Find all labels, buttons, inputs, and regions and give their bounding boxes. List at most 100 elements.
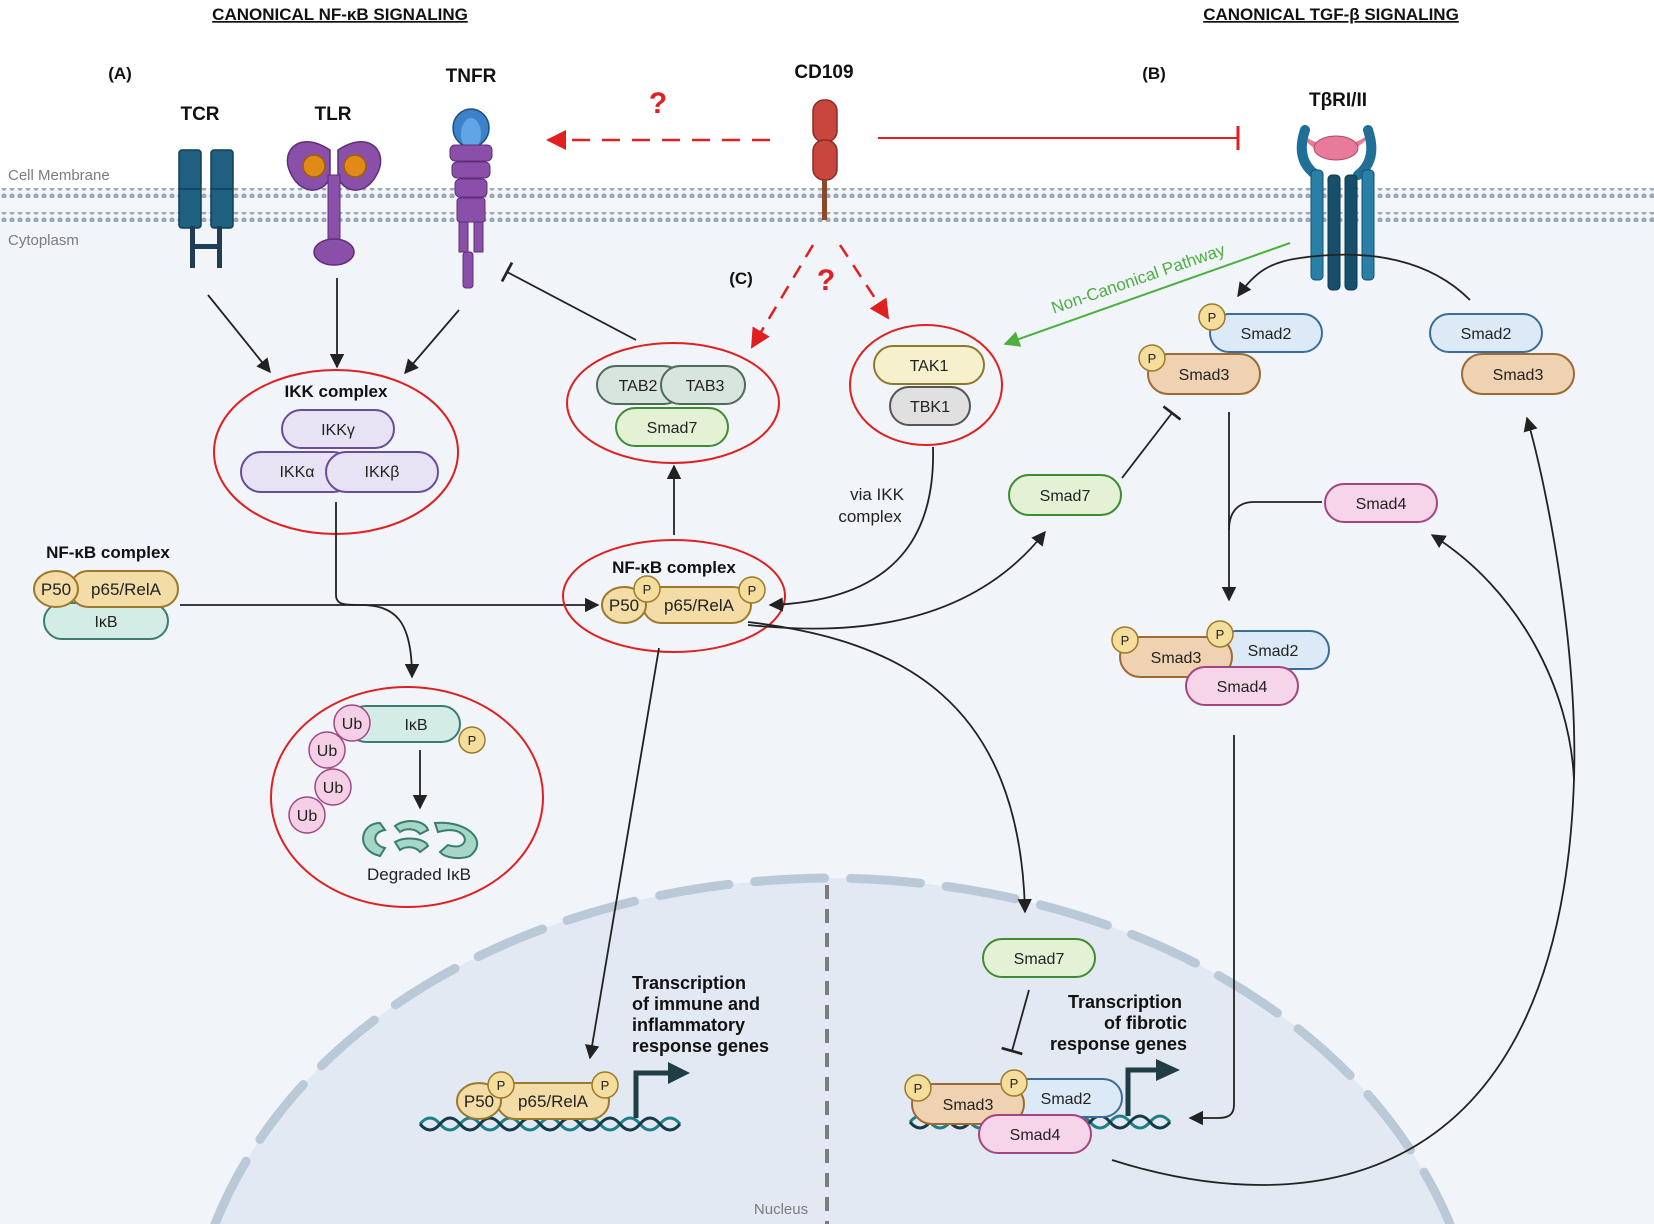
nuclear-envelope bbox=[210, 873, 1455, 1224]
phospho-p65-nucleus-label: P bbox=[601, 1078, 610, 1093]
nfkb-transcription-line1: Transcription bbox=[632, 973, 746, 993]
transcription-arrow-icon bbox=[633, 1070, 672, 1118]
nfkb-inactive-title: NF-κB complex bbox=[46, 543, 170, 562]
phospho-p50-nucleus bbox=[487, 1071, 515, 1099]
tak1 bbox=[873, 345, 985, 385]
nfkb-to-nuclear-smad7-arrow bbox=[747, 621, 1032, 914]
tab3-label: TAB3 bbox=[686, 378, 725, 395]
p65-inactive-label: p65/RelA bbox=[91, 580, 162, 599]
tcr-label: TCR bbox=[180, 104, 219, 125]
smad3-nucleus bbox=[911, 1083, 1025, 1125]
nfkb-transcription-line4: response genes bbox=[632, 1036, 769, 1056]
tab3 bbox=[660, 365, 746, 405]
phospho-smad2 bbox=[1198, 303, 1226, 331]
smad4-join-arrow bbox=[1228, 501, 1322, 531]
ikb-degrading-label: IκB bbox=[404, 717, 427, 734]
ubiquitin-4-label: Ub bbox=[297, 808, 318, 825]
smad2-phospho bbox=[1209, 313, 1323, 353]
phospho-ikb bbox=[458, 726, 486, 754]
transcription-arrow-icon-tgfb bbox=[1125, 1067, 1160, 1116]
p65-nucleus-label: p65/RelA bbox=[518, 1092, 589, 1111]
smad2-phospho-label: Smad2 bbox=[1241, 326, 1292, 343]
cd109-label: CD109 bbox=[794, 62, 853, 83]
tgfb-transcription-line3: response genes bbox=[1050, 1034, 1187, 1054]
p50-active bbox=[601, 586, 647, 624]
tcr-to-ikk-arrow bbox=[207, 294, 271, 374]
panel-label-b: (B) bbox=[1142, 64, 1166, 83]
tgfb-header: CANONICAL TGF-β SIGNALING bbox=[1203, 5, 1459, 24]
noncanonical-arrow bbox=[1003, 242, 1291, 347]
transcription-arrowhead-icon-tgfb bbox=[1156, 1059, 1180, 1081]
ubiquitin-3 bbox=[314, 768, 352, 806]
phospho-p65-active bbox=[738, 576, 766, 604]
tcr-receptor-icon bbox=[178, 149, 234, 268]
cd109-protein-icon bbox=[812, 99, 838, 220]
phospho-ikb-label: P bbox=[468, 733, 477, 748]
ubiquitin-2 bbox=[308, 731, 346, 769]
tlr-receptor-icon bbox=[286, 141, 382, 266]
ubiquitin-1-label: Ub bbox=[342, 716, 363, 733]
cd109-to-tab-arrow bbox=[750, 244, 815, 349]
ikb-inactive-label: IκB bbox=[94, 614, 117, 631]
smad7-tab bbox=[615, 407, 729, 447]
nfkb-transcription-line2: of immune and bbox=[632, 994, 760, 1014]
cell-membrane-label: Cell Membrane bbox=[8, 167, 110, 184]
phospho-p50-active bbox=[633, 575, 661, 603]
tgfbr-to-smad23-arrow bbox=[1237, 253, 1471, 301]
smad4-cytoplasm-label: Smad4 bbox=[1356, 496, 1407, 513]
tgfb-receptor-icon bbox=[1296, 125, 1377, 291]
phospho-smad3-nucleus bbox=[904, 1074, 932, 1102]
ubiquitin-2-label: Ub bbox=[317, 743, 338, 760]
tab2-label: TAB2 bbox=[619, 378, 658, 395]
smad7-tab-label: Smad7 bbox=[647, 420, 698, 437]
phospho-smad2-nucleus bbox=[1000, 1069, 1028, 1097]
phospho-p65-active-label: P bbox=[748, 583, 757, 598]
unknown-mark-tnfr: ? bbox=[649, 87, 667, 120]
cytoplasm-label: Cytoplasm bbox=[8, 232, 79, 249]
smad3-free bbox=[1461, 353, 1575, 395]
smad3-nucleus-label: Smad3 bbox=[943, 1097, 994, 1114]
phospho-smad3 bbox=[1138, 344, 1166, 372]
nfkb-to-smad7-arrow bbox=[747, 530, 1046, 630]
p50-nucleus-label: P50 bbox=[464, 1092, 494, 1111]
smad4-cytoplasm bbox=[1324, 483, 1438, 523]
smad4-nucleus-label: Smad4 bbox=[1010, 1127, 1061, 1144]
smad7-inhibits-tnfr bbox=[500, 261, 637, 341]
tab-complex-highlight bbox=[566, 342, 780, 464]
p50-active-label: P50 bbox=[609, 596, 639, 615]
panel-label-a: (A) bbox=[108, 64, 132, 83]
tak1-label: TAK1 bbox=[910, 358, 949, 375]
phospho-smad2-complex-label: P bbox=[1216, 627, 1225, 642]
ikk-beta-label: IKKβ bbox=[365, 464, 400, 481]
p50-inactive bbox=[33, 570, 79, 608]
tnfr-label: TNFR bbox=[446, 66, 497, 87]
smad7-nucleus-label: Smad7 bbox=[1014, 951, 1065, 968]
smad-complex-to-nucleus-arrow bbox=[1188, 735, 1235, 1126]
degraded-ikb-label: Degraded IκB bbox=[367, 865, 471, 884]
phospho-smad2-nucleus-label: P bbox=[1010, 1076, 1019, 1091]
smad2-nucleus-label: Smad2 bbox=[1041, 1091, 1092, 1108]
phospho-p65-nucleus bbox=[591, 1071, 619, 1099]
tnfr-receptor-icon bbox=[449, 108, 493, 289]
ikk-beta bbox=[325, 451, 439, 493]
phospho-smad2-complex bbox=[1206, 620, 1234, 648]
unknown-mark-cytoplasm: ? bbox=[817, 264, 835, 297]
smad4-complex-label: Smad4 bbox=[1217, 679, 1268, 696]
transcription-arrowhead-icon bbox=[668, 1062, 690, 1084]
smad7-inhibits-transcription bbox=[1001, 989, 1030, 1056]
recycle-to-smad23-arrow bbox=[1111, 416, 1576, 1186]
smad2-complex-label: Smad2 bbox=[1248, 643, 1299, 660]
nucleus-label: Nucleus bbox=[754, 1201, 808, 1218]
smad3-free-label: Smad3 bbox=[1493, 367, 1544, 384]
recycle-to-smad4-arrow bbox=[1430, 534, 1575, 781]
panel-label-c: (C) bbox=[729, 269, 753, 288]
nfkb-transcription-line3: inflammatory bbox=[632, 1015, 745, 1035]
tnfr-to-ikk-arrow bbox=[404, 309, 460, 375]
phospho-p50-active-label: P bbox=[643, 582, 652, 597]
nfkb-active-highlight bbox=[562, 539, 786, 653]
p50-inactive-label: P50 bbox=[41, 580, 71, 599]
phospho-p50-nucleus-label: P bbox=[497, 1078, 506, 1093]
ubiquitin-1 bbox=[333, 704, 371, 742]
nfkb-to-nucleus-arrow bbox=[585, 647, 660, 1060]
